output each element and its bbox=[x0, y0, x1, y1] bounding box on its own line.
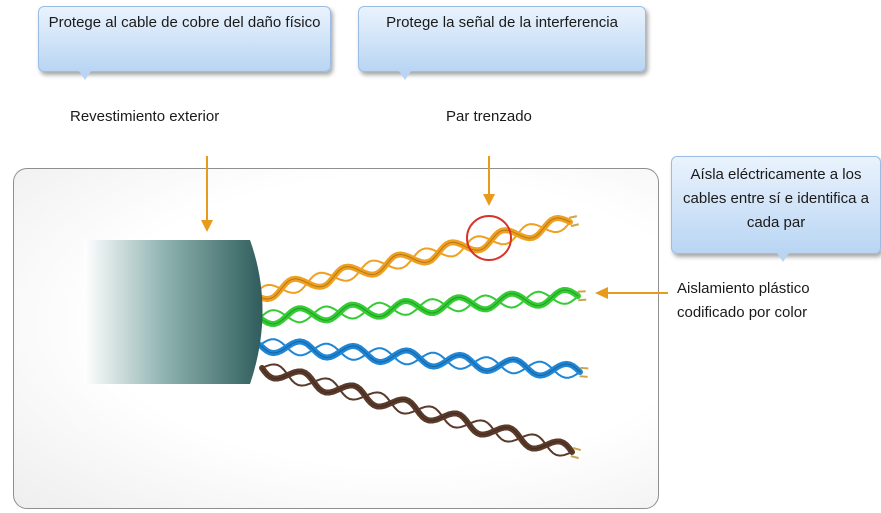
pair-orange-wire-edge bbox=[254, 217, 571, 300]
pair-blue-wire-edge bbox=[259, 340, 581, 377]
pair-blue bbox=[257, 336, 589, 381]
pair-blue-copper-tip bbox=[579, 375, 588, 378]
pair-orange-copper-tip bbox=[570, 223, 579, 228]
pair-orange bbox=[252, 214, 579, 303]
pair-brown bbox=[259, 361, 582, 460]
pair-orange-solid-wire bbox=[252, 214, 573, 303]
pair-green-wire-edge bbox=[259, 289, 579, 325]
insulation-label-text: Aislamiento plástico codificado por colo… bbox=[677, 280, 810, 321]
pair-green-copper-tip bbox=[578, 298, 587, 302]
twist-arrow bbox=[483, 156, 495, 206]
pair-green-copper-tip bbox=[577, 290, 586, 293]
pair-blue-copper-tip bbox=[580, 366, 589, 370]
pair-blue-solid-wire bbox=[257, 338, 583, 379]
pair-brown-copper-tip bbox=[570, 455, 579, 460]
twist-description-text: Protege la señal de la interferencia bbox=[386, 14, 618, 31]
pair-brown-solid-wire bbox=[259, 365, 575, 455]
insulation-description-text: Aísla eléctricamente a los cables entre … bbox=[683, 166, 869, 231]
twisted-pair-label: Par trenzado bbox=[446, 108, 532, 125]
jacket-description-callout: Protege al cable de cobre del daño físic… bbox=[38, 6, 331, 80]
pair-brown-copper-tip bbox=[572, 446, 582, 452]
pair-orange-copper-tip bbox=[568, 215, 578, 219]
outer-jacket bbox=[84, 240, 263, 384]
jacket-label: Revestimiento exterior bbox=[70, 108, 220, 125]
jacket-description-text: Protege al cable de cobre del daño físic… bbox=[48, 14, 321, 31]
pair-green-solid-wire bbox=[257, 286, 581, 328]
insulation-description-callout: Aísla eléctricamente a los cables entre … bbox=[671, 156, 881, 262]
pair-brown-wire-edge bbox=[261, 367, 573, 453]
insulation-label: Aislamiento plástico codificado por colo… bbox=[677, 277, 867, 325]
pair-green bbox=[257, 286, 587, 328]
twist-highlight-circle bbox=[466, 215, 512, 261]
twisted-pairs bbox=[252, 214, 589, 460]
jacket-arrow bbox=[201, 156, 213, 232]
twist-description-callout: Protege la señal de la interferencia bbox=[358, 6, 646, 80]
insulation-arrow bbox=[595, 287, 668, 299]
